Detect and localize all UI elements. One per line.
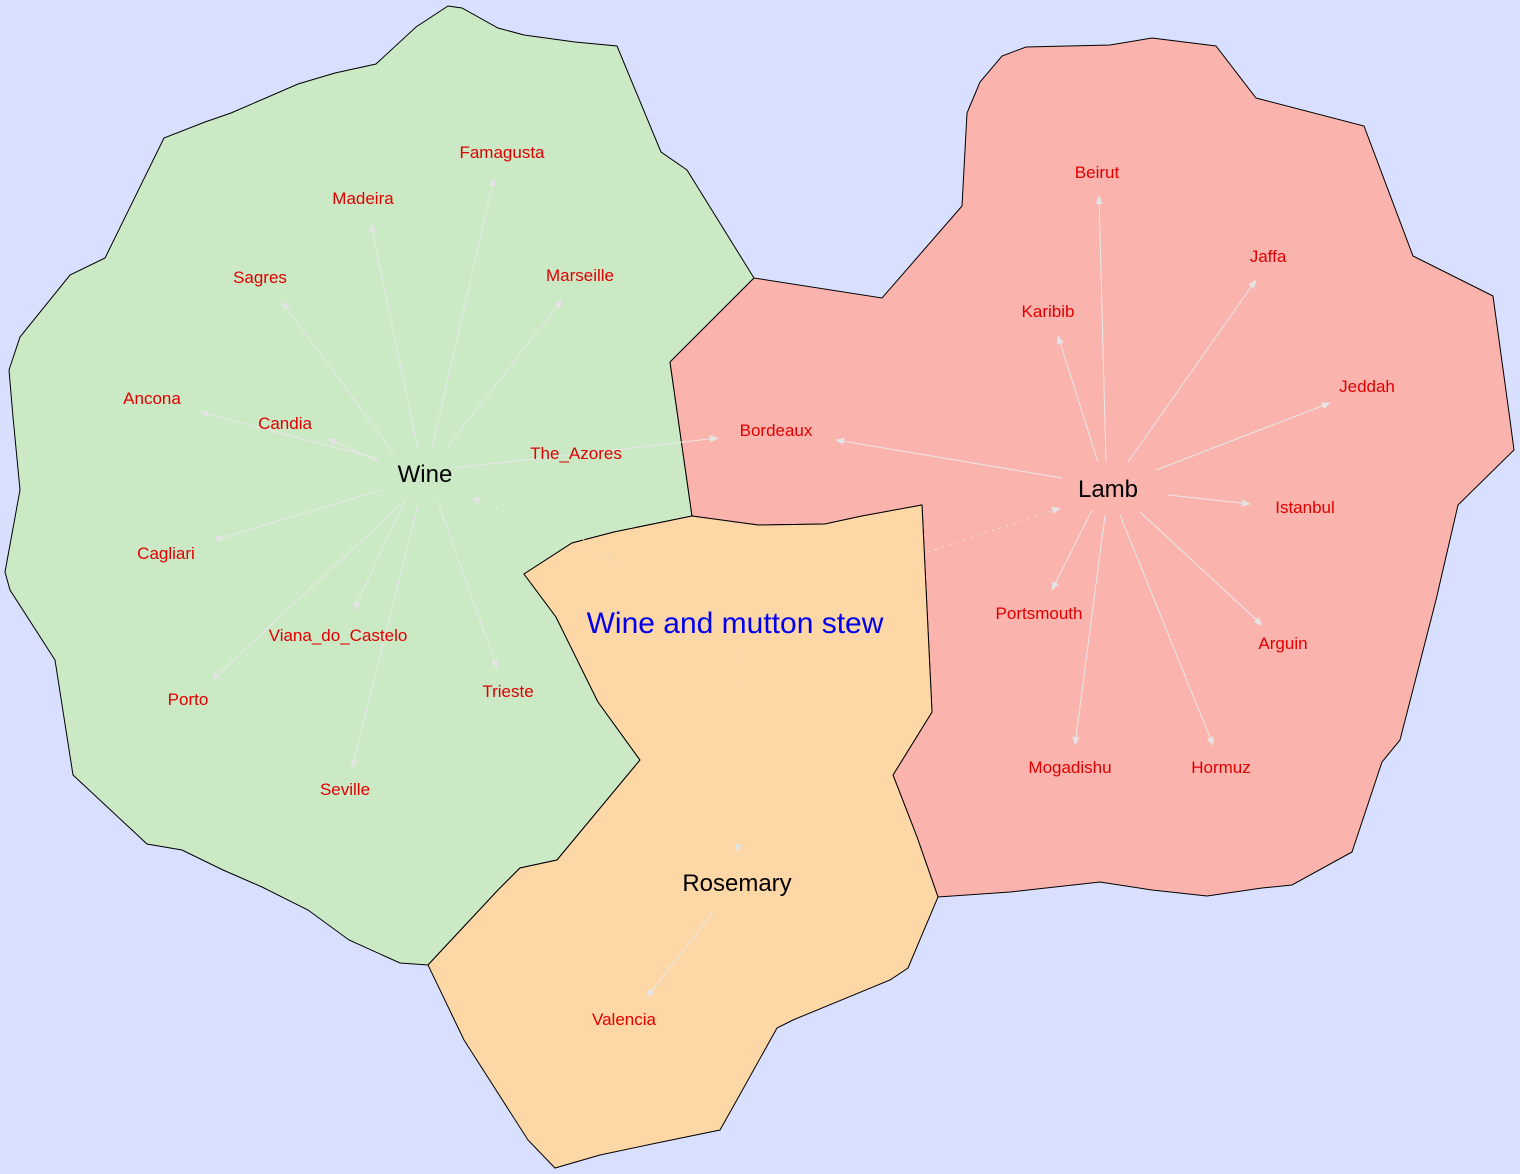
edge-lamb-jeddah (1155, 402, 1331, 471)
hub-label-rosemary: Rosemary (682, 870, 791, 897)
edge-dish-lamb (927, 507, 1061, 553)
place-hormuz: Hormuz (1191, 758, 1251, 777)
place-karibib: Karibib (1022, 302, 1075, 321)
place-porto: Porto (168, 690, 209, 709)
edge-lamb-mogadishu (1072, 514, 1106, 746)
edge-wine-ancona (199, 410, 376, 459)
edge-wine-famagusta (431, 177, 496, 449)
place-beirut: Beirut (1075, 163, 1120, 182)
edge-wine-cagliari (213, 489, 383, 542)
place-istanbul: Istanbul (1275, 498, 1335, 517)
place-cagliari: Cagliari (137, 544, 195, 563)
place-marseille: Marseille (546, 266, 614, 285)
place-ancona: Ancona (123, 389, 181, 408)
edge-wine-sagres (281, 301, 396, 456)
place-portsmouth: Portsmouth (996, 604, 1083, 623)
edge-wine-viana (353, 499, 406, 611)
edge-lamb-arguin (1139, 511, 1263, 626)
hub-label-wine: Wine (398, 461, 453, 488)
place-jaffa: Jaffa (1250, 247, 1287, 266)
edge-lamb-portsmouth (1051, 509, 1093, 591)
edge-wine-porto (211, 504, 401, 681)
edge-lamb-hormuz (1119, 514, 1214, 746)
place-famagusta: Famagusta (459, 143, 545, 162)
edge-rosemary-valencia (646, 911, 714, 998)
place-candia: Candia (258, 414, 312, 433)
hub-label-lamb: Lamb (1078, 476, 1138, 503)
edge-wine-trieste (436, 499, 498, 669)
rosemary-region (427, 504, 939, 1169)
place-viana-do-castelo: Viana_do_Castelo (269, 626, 408, 645)
edge-lamb-istanbul (1167, 494, 1251, 507)
place-trieste: Trieste (482, 682, 533, 701)
place-valencia: Valencia (592, 1010, 656, 1029)
lamb-region (669, 37, 1515, 898)
edge-wine-seville (350, 504, 419, 769)
edge-wine-candia (327, 438, 381, 463)
place-mogadishu: Mogadishu (1028, 758, 1111, 777)
place-madeira: Madeira (332, 189, 394, 208)
place-jeddah: Jeddah (1339, 377, 1395, 396)
edge-layer (199, 177, 1331, 998)
wine-region (4, 5, 755, 966)
edge-wine-madeira (369, 223, 419, 451)
edge-lamb-beirut (1095, 195, 1107, 463)
place-the-azores: The_Azores (530, 444, 622, 463)
edge-lamb-jaffa (1127, 279, 1257, 463)
edge-lamb-karibib (1057, 335, 1099, 463)
edge-wine-the-azores (454, 435, 719, 469)
place-sagres: Sagres (233, 268, 287, 287)
edge-lamb-bordeaux (835, 437, 1063, 479)
place-seville: Seville (320, 780, 370, 799)
edge-wine-marseille (444, 299, 563, 451)
place-bordeaux: Bordeaux (740, 421, 813, 440)
place-arguin: Arguin (1258, 634, 1307, 653)
center-dish-label: Wine and mutton stew (587, 607, 884, 640)
